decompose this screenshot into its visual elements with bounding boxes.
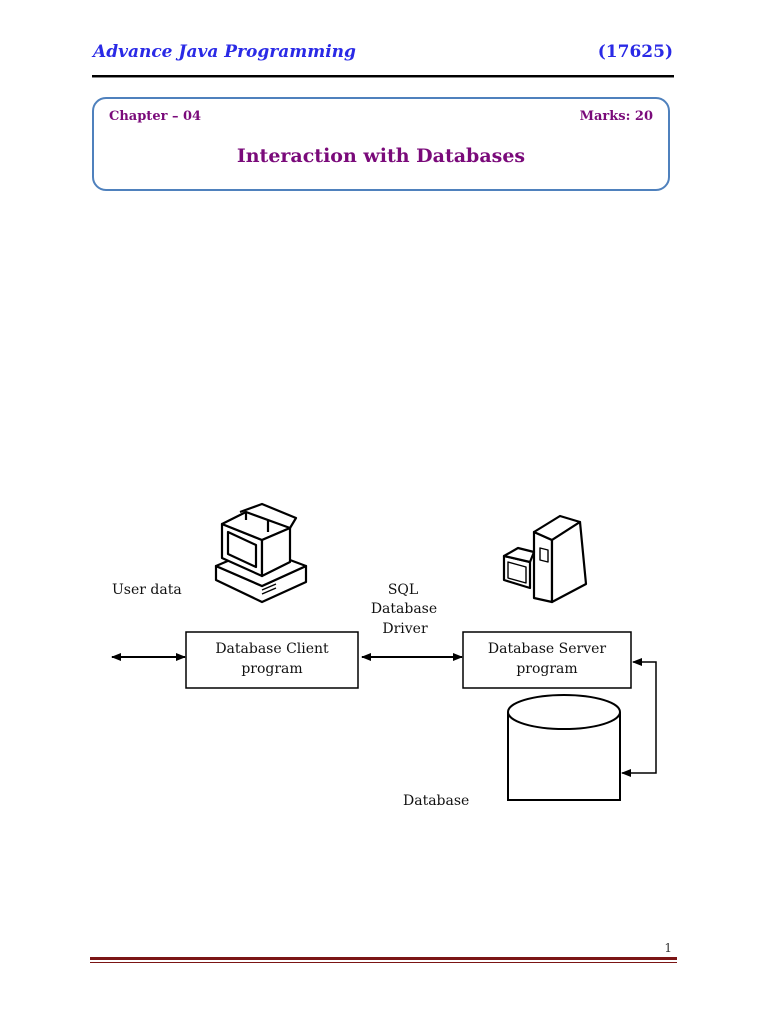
client-program-box	[185, 631, 359, 689]
server-database-connector	[622, 658, 657, 774]
database-arrowhead	[621, 769, 631, 777]
page-number: 1	[664, 941, 672, 955]
server-program-box	[462, 631, 632, 689]
course-title: Advance Java Programming	[93, 42, 356, 62]
client-box-line-1: Database Client	[215, 641, 329, 657]
marks-label: Marks: 20	[579, 109, 653, 124]
driver-label-line-2: Database	[371, 601, 437, 617]
chapter-label: Chapter – 04	[109, 109, 202, 124]
driver-label-line-1: SQL	[388, 582, 418, 598]
server-tower-icon	[502, 514, 588, 604]
driver-label-line-3: Driver	[382, 621, 428, 637]
footer-rule	[90, 957, 677, 960]
client-box-line-2: program	[241, 661, 302, 677]
database-cylinder-icon	[507, 694, 621, 801]
server-box-line-2: program	[516, 661, 577, 677]
header-rule	[92, 75, 674, 77]
chapter-box: Chapter – 04 Marks: 20 Interaction with …	[92, 97, 670, 191]
database-label: Database	[403, 793, 469, 809]
desktop-computer-icon	[214, 502, 308, 604]
chapter-title: Interaction with Databases	[236, 145, 526, 167]
course-code: (17625)	[597, 42, 673, 62]
server-box-line-1: Database Server	[488, 641, 607, 657]
user-data-label: User data	[112, 582, 182, 598]
footer-rule-thin	[90, 962, 677, 963]
